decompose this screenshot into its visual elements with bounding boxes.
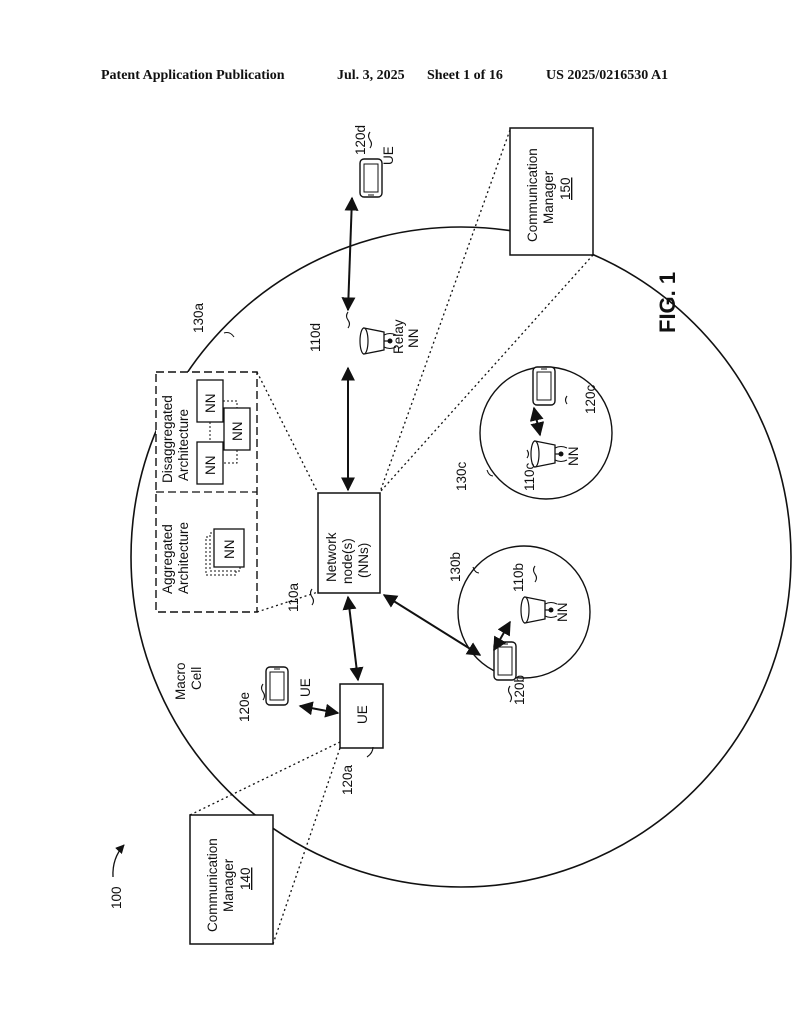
header-patent-number: US 2025/0216530 A1 — [546, 68, 669, 83]
cm-150-line1: Communication — [525, 148, 540, 242]
ref-110c: 110c — [522, 462, 537, 491]
cm-140-ref: 140 — [238, 867, 253, 890]
ref-120d: 120d — [353, 125, 368, 155]
ue-box — [339, 683, 384, 749]
disaggregated-label-line1: Disaggregated — [160, 395, 175, 483]
ue-box-label: UE — [355, 705, 370, 724]
ref-130a: 130a — [191, 302, 206, 333]
ref-130b: 130b — [448, 552, 463, 582]
ref-120e: 120e — [237, 692, 252, 722]
ref-100-arrow — [112, 844, 125, 878]
header-publication: Patent Application Publication — [101, 68, 285, 83]
nn-tower-b-icon — [520, 596, 558, 624]
network-node-label-line1: Network — [324, 532, 339, 582]
nn-label-d1: NN — [203, 394, 218, 414]
ue-120d-icon — [359, 158, 383, 198]
ue-120e-label: UE — [298, 678, 313, 697]
header-sheet: Sheet 1 of 16 — [427, 68, 503, 83]
disaggregated-label-line2: Architecture — [176, 409, 191, 481]
network-node-label-line2: node(s) — [340, 538, 355, 584]
disaggregated-nn-box-1 — [196, 379, 224, 423]
cm-150-line2: Manager — [541, 170, 556, 224]
aggregated-label-line1: Aggregated — [160, 524, 175, 594]
cm-140-line1: Communication — [205, 838, 220, 932]
ue-120c-icon — [532, 366, 556, 406]
ref-110d: 110d — [308, 323, 323, 352]
relay-label-line1: Relay — [391, 319, 406, 354]
relay-label-line2: NN — [406, 329, 421, 349]
projection-lines — [189, 129, 594, 945]
aggregated-nn-box — [213, 528, 245, 568]
disaggregated-nn-box-3 — [196, 441, 224, 485]
ue-120e-icon — [265, 666, 289, 706]
ref-120c: 120c — [583, 384, 598, 414]
ref-110b: 110b — [511, 563, 526, 592]
ref-100: 100 — [109, 886, 124, 909]
macro-cell-label-line1: Macro — [173, 662, 188, 700]
ref-110a: 110a — [286, 582, 301, 612]
link-arrows — [298, 196, 545, 718]
reference-leaders — [223, 131, 568, 758]
header-date: Jul. 3, 2025 — [337, 68, 405, 83]
nn-b-label: NN — [555, 603, 570, 623]
cm-150-ref: 150 — [558, 177, 573, 200]
ref-130c: 130c — [454, 461, 469, 491]
figure-label: FIG. 1 — [655, 272, 680, 333]
communication-manager-140-box — [189, 814, 274, 945]
ref-120a: 120a — [340, 764, 355, 795]
ue-120b-icon — [493, 641, 517, 681]
cm-140-line2: Manager — [221, 858, 236, 912]
network-node-label-line3: (NNs) — [356, 543, 371, 578]
ue-120d-label: UE — [381, 146, 396, 165]
macro-cell-label-line2: Cell — [189, 667, 204, 690]
ref-120b: 120b — [512, 675, 527, 705]
nn-label-aggregated: NN — [222, 540, 237, 560]
nn-c-label: NN — [566, 447, 581, 467]
nn-label-d2: NN — [230, 422, 245, 442]
communication-manager-150-box — [509, 127, 594, 256]
aggregated-label-line2: Architecture — [176, 522, 191, 594]
macro-cell-circle — [130, 226, 792, 888]
network-node-box — [317, 492, 381, 594]
nn-label-d3: NN — [203, 456, 218, 476]
